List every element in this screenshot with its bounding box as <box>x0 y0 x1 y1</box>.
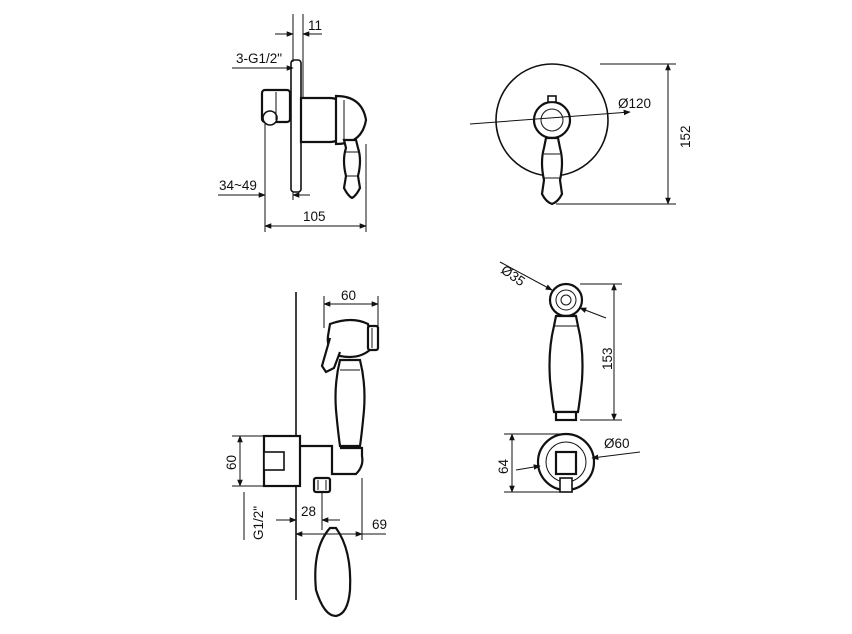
shower-side-view: 60 60 G1/2" 28 69 <box>224 288 387 618</box>
mixer-front-view: Ø120 152 <box>469 63 693 206</box>
dimension-152: 152 <box>678 125 693 148</box>
mixer-body <box>299 96 342 144</box>
dimension-105: 105 <box>303 209 326 224</box>
dimension-dia120: Ø120 <box>618 96 651 111</box>
holder-bracket <box>300 444 364 476</box>
dimension-28: 28 <box>301 504 316 519</box>
shower-grip <box>334 358 366 448</box>
dimension-thread-3: 3-G1/2" <box>236 51 282 66</box>
dimension-34-49: 34~49 <box>219 178 257 193</box>
holder-outlet <box>559 477 573 493</box>
hose-loop <box>314 526 352 618</box>
hose-connector <box>312 476 332 494</box>
dimension-dia60: Ø60 <box>604 436 630 451</box>
dimension-g12: G1/2" <box>251 506 266 540</box>
holder-block <box>554 450 578 476</box>
dimension-64: 64 <box>496 458 511 474</box>
dimension-dia35: Ø35 <box>498 262 528 289</box>
dimension-11: 11 <box>308 18 322 33</box>
dimension-60-top: 60 <box>341 288 356 303</box>
front-grip <box>548 314 584 414</box>
front-handle <box>540 136 564 206</box>
dimension-60-left: 60 <box>224 455 239 470</box>
shower-front-view: Ø35 153 64 Ø60 <box>496 261 641 493</box>
mixer-handle <box>342 138 362 200</box>
mixer-side-view: 11 3-G1/2" 34~49 105 <box>218 14 368 232</box>
mixer-knob <box>532 100 572 140</box>
dimension-69: 69 <box>372 517 387 532</box>
wall-plate <box>290 59 302 193</box>
shower-nozzle <box>548 282 584 318</box>
shower-trigger <box>320 337 342 374</box>
dimension-153: 153 <box>600 347 615 370</box>
front-grip-end <box>554 410 578 422</box>
mixer-cap <box>334 94 368 146</box>
